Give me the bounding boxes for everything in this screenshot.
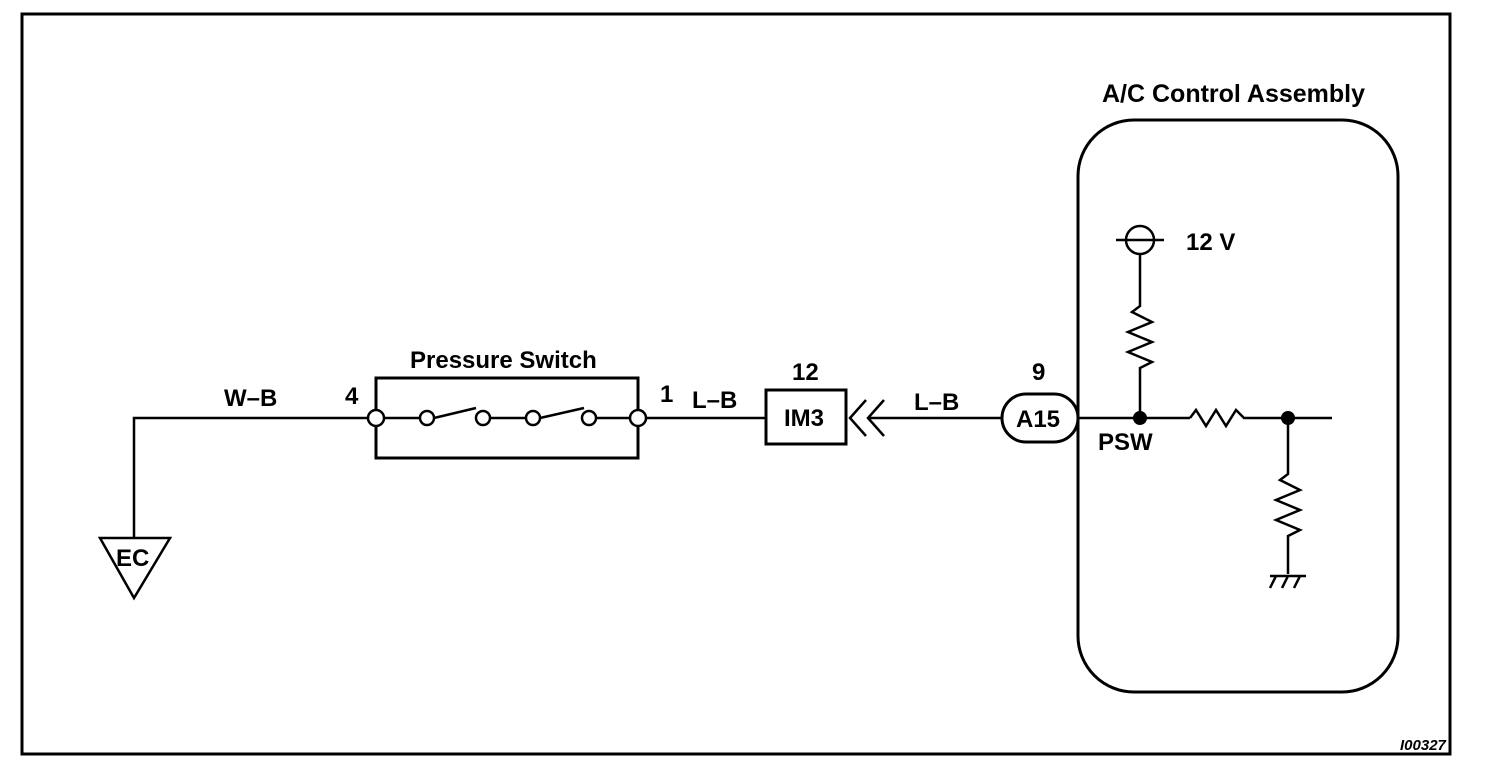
- wire-w-b-label: W–B: [224, 385, 277, 412]
- wire-w-b: [132, 416, 370, 538]
- wire-l-b-1-label: L–B: [692, 387, 737, 414]
- resistor-icon: [1124, 254, 1156, 418]
- ac-control-assembly-title: A/C Control Assembly: [1102, 80, 1365, 108]
- connector-im3-label: IM3: [784, 405, 824, 432]
- connector-a15: A15 9: [1000, 359, 1080, 444]
- ground-ec-symbol: EC: [97, 536, 173, 601]
- wire-l-b-2-label: L–B: [914, 389, 959, 416]
- connector-im3-pin: 12: [792, 359, 819, 386]
- pressure-switch-pin-1: 1: [660, 381, 673, 408]
- resistor-icon: [1272, 418, 1304, 574]
- connector-a15-label: A15: [1016, 406, 1060, 433]
- terminal-psw-label: PSW: [1098, 429, 1153, 456]
- pressure-switch-pin-4: 4: [345, 383, 359, 410]
- figure-id: I00327: [1400, 737, 1447, 754]
- pressure-switch-title: Pressure Switch: [410, 347, 597, 374]
- ground-ec-label: EC: [116, 545, 149, 572]
- resistor-icon: [1189, 407, 1332, 429]
- junction-node-psw: [1133, 411, 1147, 425]
- pressure-switch: Pressure Switch 4 1: [345, 347, 673, 460]
- power-supply-icon: [1116, 224, 1164, 256]
- junction-node: [1281, 411, 1295, 425]
- connector-a15-pin: 9: [1032, 359, 1045, 386]
- power-label: 12 V: [1186, 229, 1235, 256]
- diagram-frame: [20, 12, 1452, 756]
- ac-control-assembly: A/C Control Assembly 12 V PSW: [1076, 80, 1400, 694]
- chassis-ground-icon: [1268, 574, 1306, 589]
- connector-im3: IM3 12: [764, 359, 848, 446]
